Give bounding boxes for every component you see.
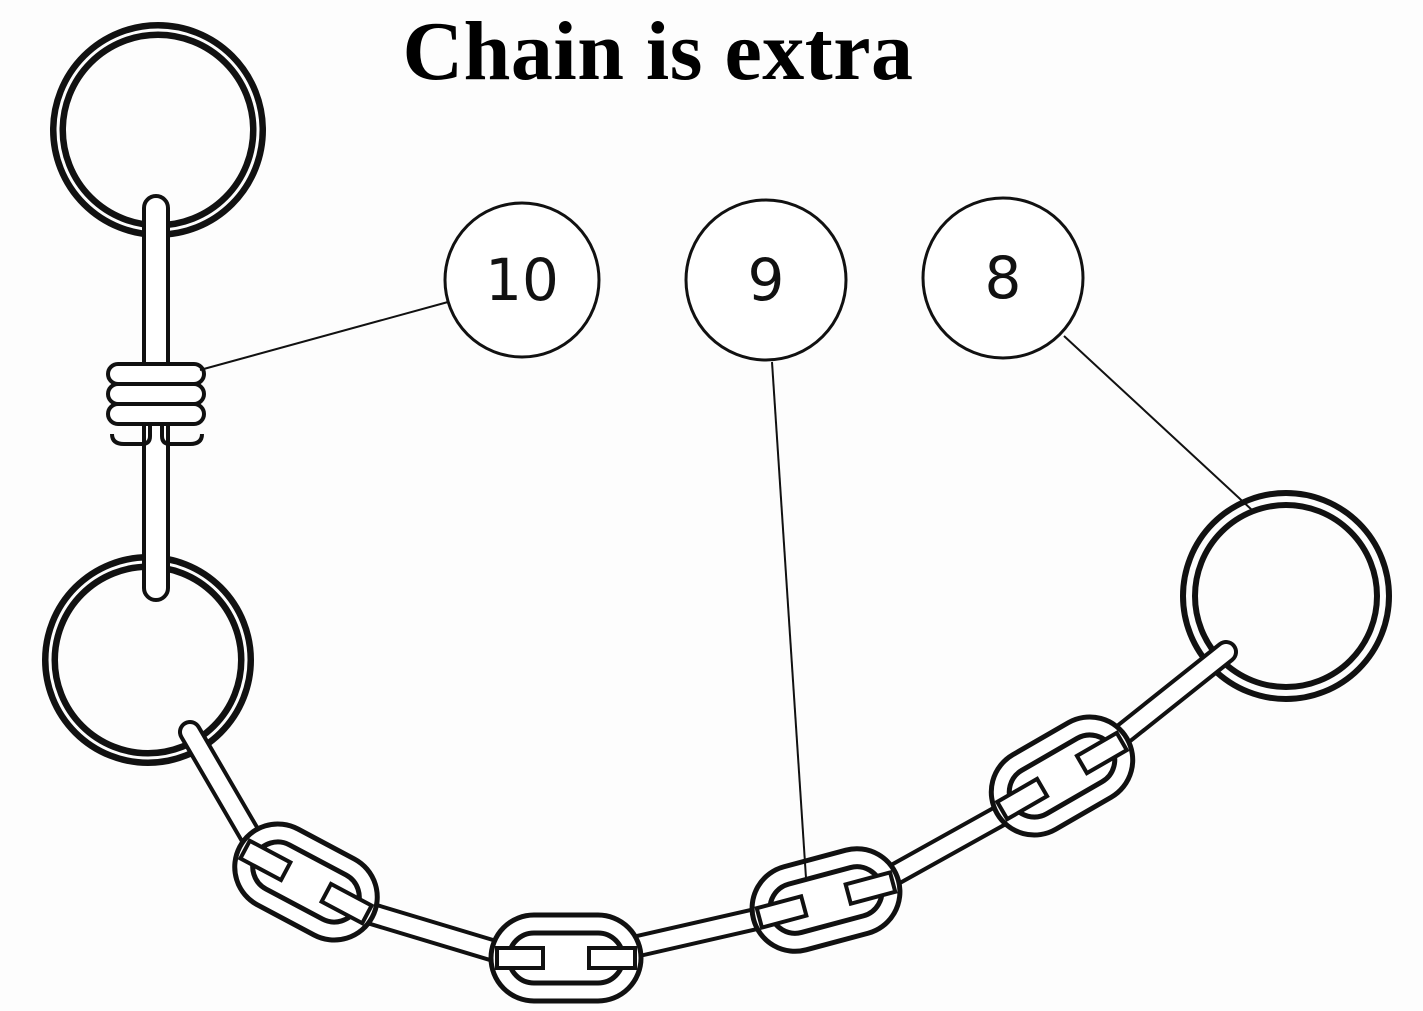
callout-10: 10 bbox=[443, 201, 601, 359]
callout-balloon-8 bbox=[921, 196, 1085, 360]
chain-bar-link-fill bbox=[1100, 644, 1234, 754]
chain-oval-link bbox=[749, 846, 903, 954]
end-ring bbox=[1180, 490, 1392, 702]
leader-lines bbox=[199, 301, 1253, 879]
wire-coil bbox=[106, 362, 206, 446]
chain bbox=[178, 640, 1238, 1004]
callout-balloon-9 bbox=[684, 198, 848, 362]
callout-balloon-10 bbox=[443, 201, 601, 359]
leader-line-10 bbox=[199, 301, 449, 371]
callout-8: 8 bbox=[921, 196, 1085, 360]
chain-oval-link bbox=[988, 714, 1136, 838]
chain-oval-link bbox=[488, 912, 644, 1004]
leader-line-8 bbox=[1063, 335, 1253, 511]
callout-label-10: 10 bbox=[485, 246, 559, 314]
callout-label-9: 9 bbox=[748, 246, 785, 314]
chain-oval-link bbox=[232, 821, 380, 943]
callout-label-8: 8 bbox=[985, 244, 1022, 312]
diagram-title: Chain is extra bbox=[402, 5, 914, 98]
leader-line-9 bbox=[771, 361, 807, 879]
callout-9: 9 bbox=[684, 198, 848, 362]
